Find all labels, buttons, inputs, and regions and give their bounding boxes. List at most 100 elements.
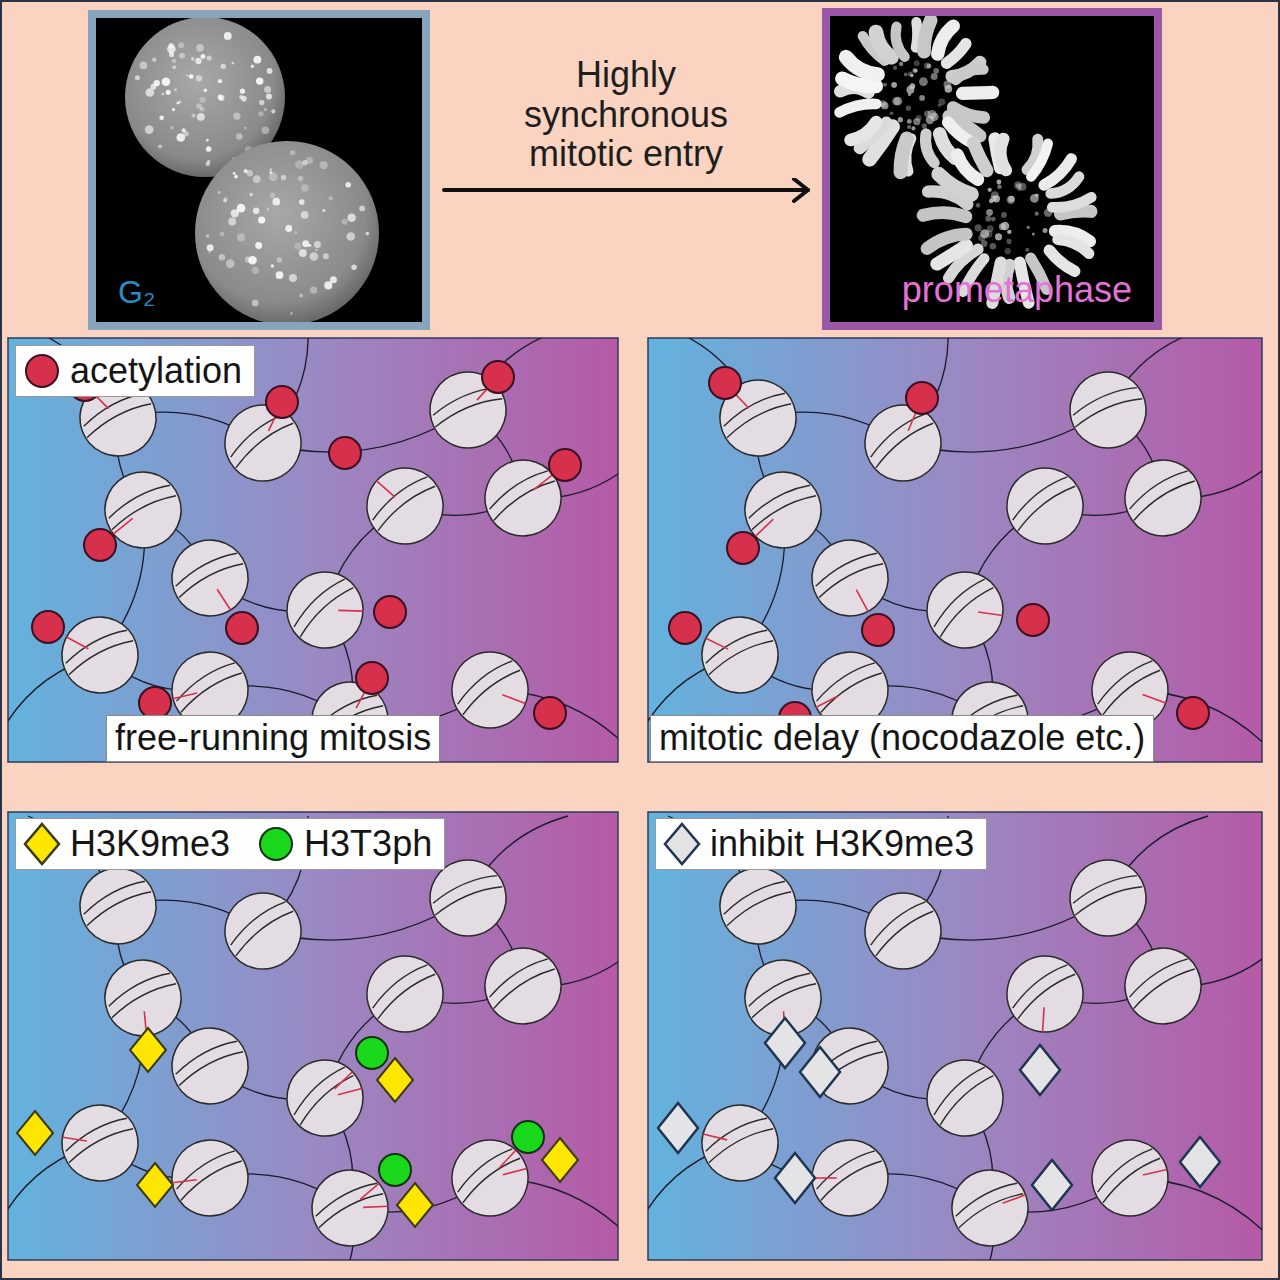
nucleosome — [851, 391, 955, 495]
histone-core — [1078, 1126, 1182, 1230]
phospho-mark — [512, 1121, 544, 1153]
chromatin-speckle — [166, 90, 171, 95]
dna-wrap — [1007, 963, 1073, 1008]
chromatin-speckle — [1043, 228, 1048, 233]
chromatin-speckle — [197, 113, 205, 121]
chromatin-speckle — [986, 209, 993, 216]
chromatin-speckle — [904, 73, 908, 77]
chromatin-speckle — [299, 294, 303, 298]
chromatin-speckle — [912, 68, 917, 73]
chromatin-speckle — [234, 175, 238, 179]
dna-wrap — [723, 890, 795, 926]
nucleosome — [691, 606, 788, 703]
dna-wrap — [176, 671, 246, 712]
dna-wrap — [172, 1040, 241, 1075]
dna-wrap — [293, 586, 359, 637]
chromatin-speckle — [206, 139, 209, 142]
dna-wrap — [870, 910, 938, 956]
chromosome — [974, 143, 987, 170]
chromatin-panel — [0, 328, 638, 798]
chromatin-speckle — [906, 86, 914, 94]
histone-tail — [499, 1150, 516, 1168]
dna-wrap — [1125, 469, 1192, 509]
chromatin-speckle — [919, 77, 928, 86]
swatch-circle — [260, 828, 292, 860]
chromatin-speckle — [200, 107, 205, 112]
swatch-diamond — [665, 824, 699, 864]
chromatin-speckle — [290, 312, 293, 315]
legend-text: acetylation — [70, 350, 242, 391]
histone-core — [709, 857, 806, 954]
chromatin-speckle — [945, 85, 953, 93]
acetyl-mark — [862, 614, 894, 646]
histone-tail — [67, 637, 89, 649]
dna-wrap — [720, 880, 789, 915]
chromatin-speckle — [898, 117, 903, 122]
legend-item: inhibit H3K9me3 — [662, 822, 974, 866]
chromatin-speckle — [270, 168, 272, 170]
phospho-mark — [356, 1037, 388, 1069]
chromatin-speckle — [347, 213, 356, 222]
dna-wrap — [83, 890, 155, 926]
chromatin-speckle — [1027, 226, 1030, 229]
nucleosome — [1113, 448, 1214, 549]
histone-tail — [377, 481, 396, 497]
dna-wrap — [176, 1159, 246, 1200]
dna-wrap — [955, 1192, 1027, 1228]
chromosome — [926, 134, 935, 163]
histone-tail — [755, 519, 773, 536]
dna-wrap — [1072, 885, 1145, 915]
prometaphase-chromosomes — [840, 20, 1092, 303]
inhibited-methyl-mark — [1032, 1160, 1072, 1210]
chromatin-speckle — [271, 109, 275, 113]
dna-wrap — [1129, 967, 1199, 1008]
dna-wrap — [927, 578, 990, 627]
nucleosome — [51, 606, 148, 703]
inhibited-methyl-mark — [765, 1018, 805, 1068]
histone-tail — [338, 610, 363, 612]
chromatin-panel — [0, 812, 638, 1280]
histone-core — [1113, 448, 1214, 549]
dna-wrap — [1007, 475, 1073, 520]
chromosome — [1000, 139, 1006, 170]
dna-wrap — [702, 1117, 771, 1152]
nucleosome — [912, 1045, 1018, 1151]
dna-wrap — [1012, 485, 1080, 531]
dna-wrap — [172, 1149, 239, 1189]
histone-tail — [62, 1137, 86, 1141]
chromatin-speckle — [924, 63, 930, 69]
histone-core — [912, 557, 1018, 663]
dna-wrap — [225, 900, 291, 945]
chromatin-speckle — [919, 95, 925, 101]
chromatin-speckle — [295, 160, 304, 169]
chromatin-speckle — [302, 240, 309, 247]
chromatin-speckle — [298, 176, 303, 181]
chromatin-speckle — [218, 95, 224, 101]
dna-wrap — [105, 484, 174, 519]
histone-core — [51, 606, 148, 703]
panel-ground — [648, 812, 1262, 1260]
chromatin-speckle — [217, 94, 222, 99]
chromosome — [1044, 159, 1071, 185]
dna-wrap — [1129, 479, 1199, 520]
legend-box: acetylation — [15, 345, 255, 397]
chromatin-speckle — [1030, 194, 1039, 203]
chromosome — [937, 245, 966, 263]
legend-text: H3K9me3 — [70, 823, 230, 864]
chromatin-speckle — [239, 95, 243, 99]
chromatin-speckle — [169, 52, 174, 57]
dna-wrap — [485, 469, 552, 509]
chromatin-speckle — [322, 209, 325, 212]
chromatin-speckle — [990, 243, 997, 250]
dna-wrap — [1125, 957, 1192, 997]
legend-swatch — [662, 822, 702, 866]
histone-core — [993, 942, 1097, 1046]
acetyl-mark — [727, 532, 759, 564]
nucleosome — [160, 1128, 261, 1229]
chromatin-speckle — [224, 197, 228, 201]
nucleosome — [69, 857, 166, 954]
chromatin-speckle — [985, 216, 991, 222]
chromatin-speckle — [135, 75, 140, 80]
